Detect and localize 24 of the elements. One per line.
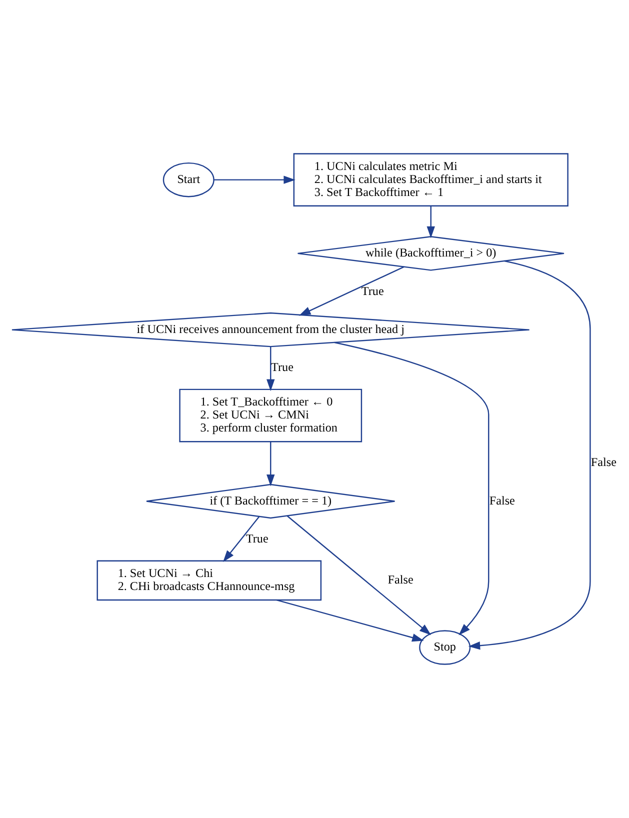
arrow [426,206,435,238]
arrow [266,346,275,392]
node-diamond: if UCNi receives announcement from the cluster head j [11,312,530,348]
node-ellipse: Start [162,162,214,198]
node-box: 1. UCNi calculates metric Mi 2. UCNi calculates Backofftimer_i and starts it 3. Set T Backofftimer ← 1 [293,153,568,206]
node-ellipse: Stop [419,630,471,665]
node-box: 1. Set UCNi → Chi 2. CHi broadcasts CHannounce-msg [96,560,322,601]
arrow [468,260,591,650]
arrow [276,599,424,642]
arrow [223,516,260,562]
arrow [334,342,490,636]
arrow [266,442,275,486]
node-diamond: if (T Backofftimer = = 1) [146,484,396,519]
edge-label: True [246,532,268,546]
arrow [286,516,432,636]
node-box: 1. Set T_Backofftimer ← 0 2. Set UCNi → CMNi 3. perform cluster formation [179,388,362,442]
edge-label: True [271,360,294,374]
arrow [214,176,296,184]
edge-label: False [590,455,616,470]
arrow [298,266,404,316]
node-diamond: while (Backofftimer_i > 0) [297,236,565,271]
edge-label: False [489,493,515,508]
edge-label: False [388,572,414,587]
edge-label: True [361,284,384,298]
